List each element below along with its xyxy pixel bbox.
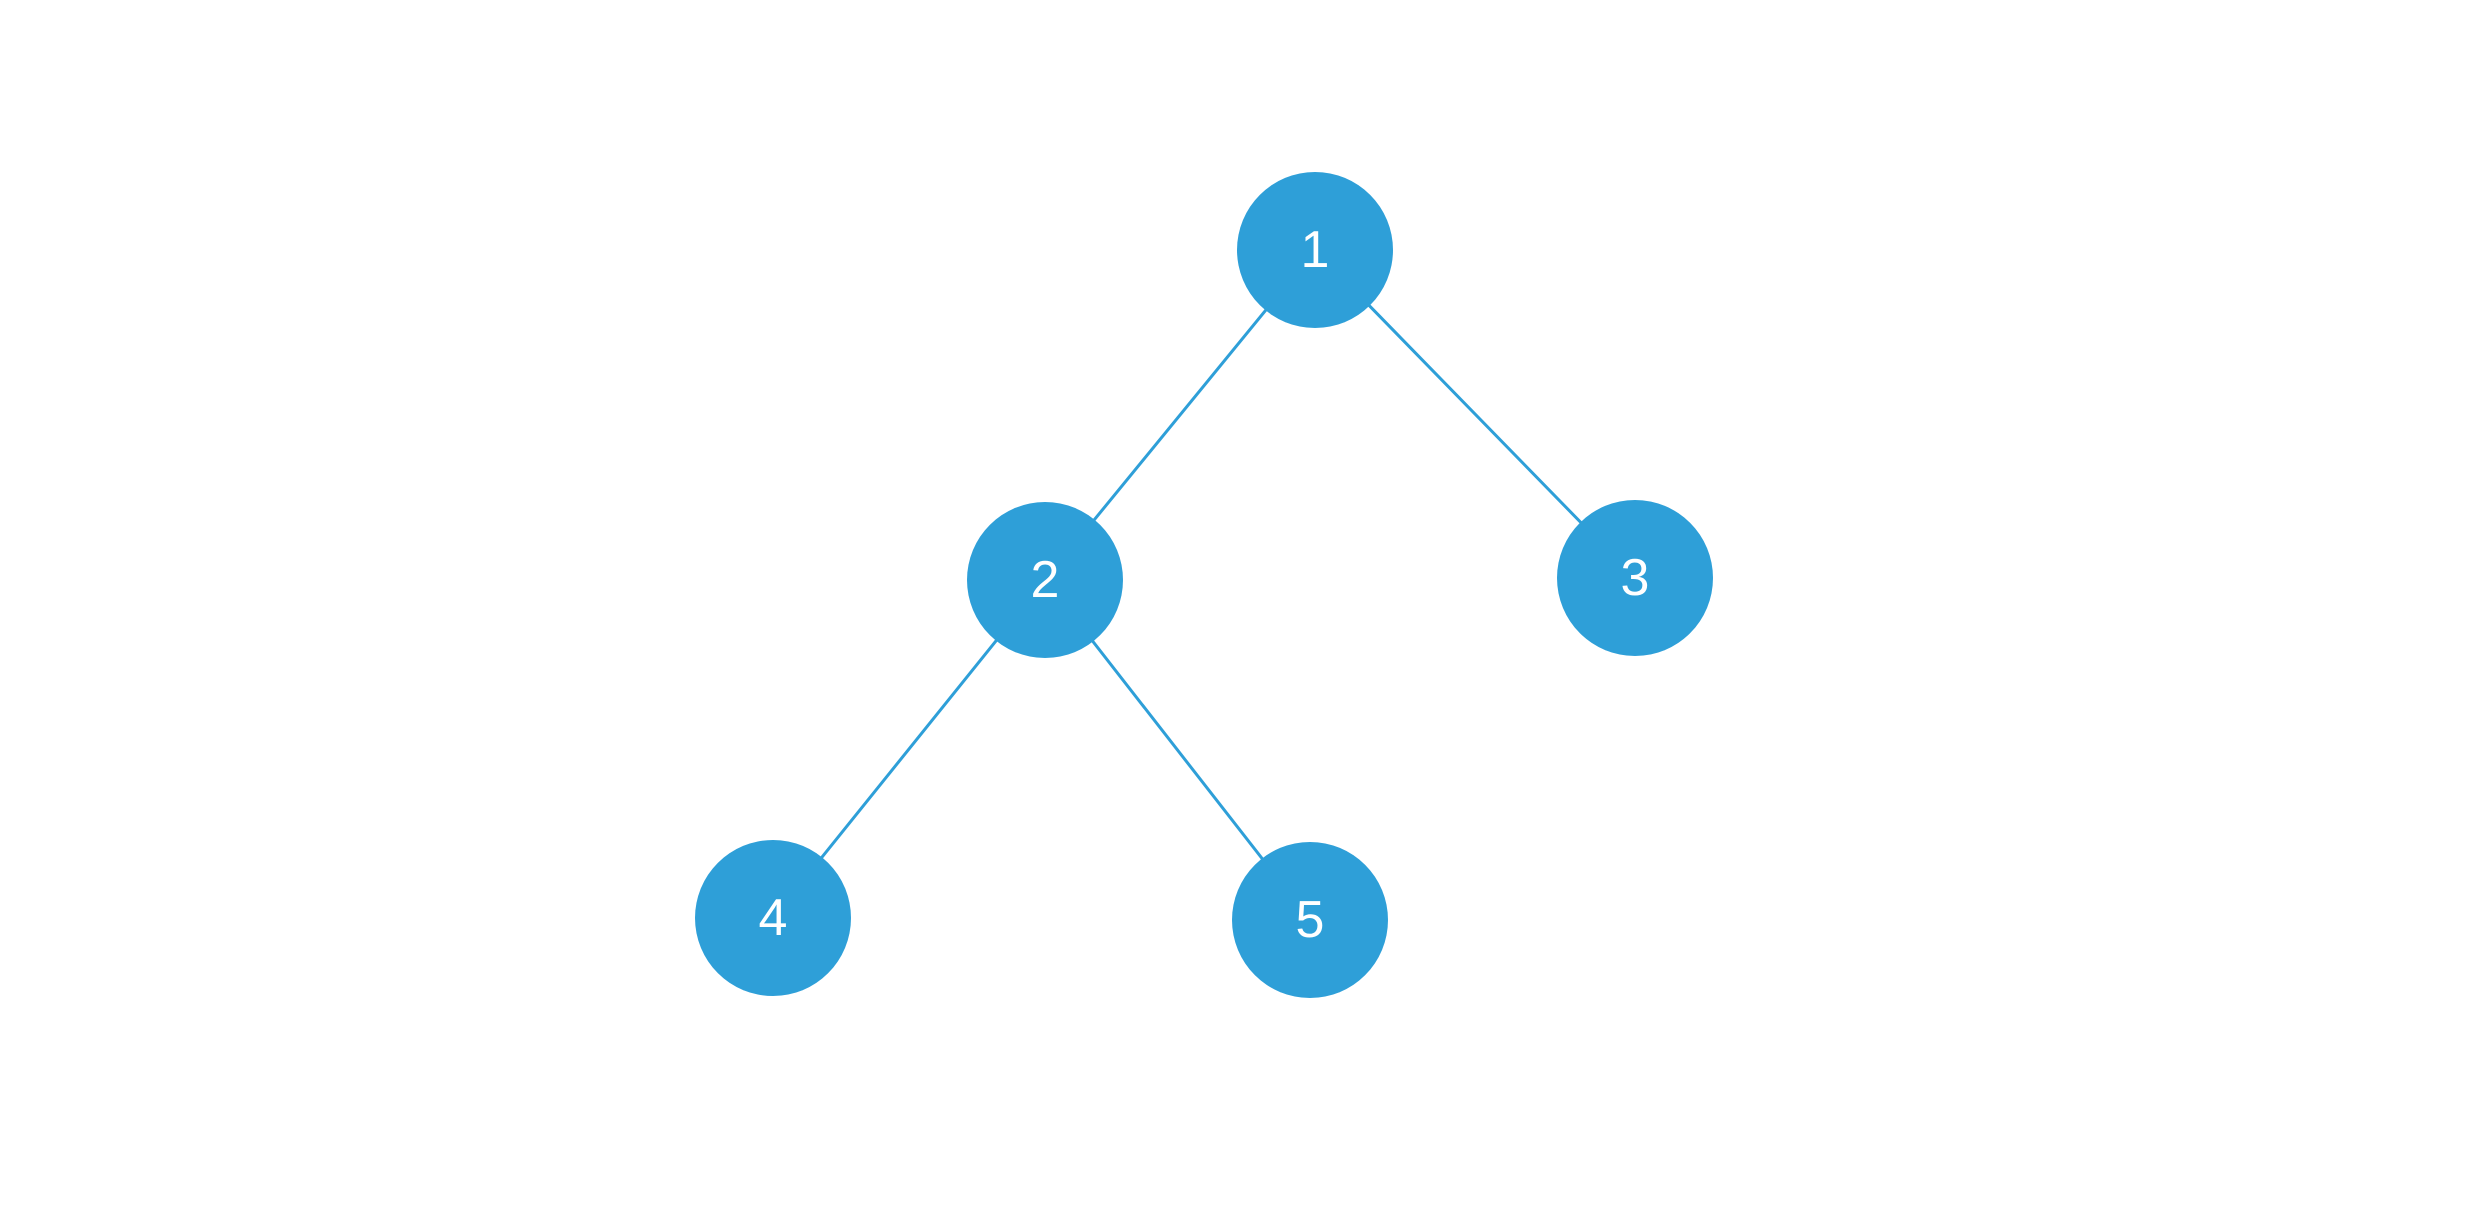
- tree-node-4[interactable]: 4: [695, 840, 851, 996]
- tree-node-label: 1: [1300, 221, 1330, 279]
- tree-edges: [771, 248, 1637, 922]
- tree-node-2[interactable]: 2: [967, 502, 1123, 658]
- tree-node-label: 2: [1030, 551, 1060, 609]
- tree-node-label: 5: [1295, 891, 1325, 949]
- tree-node-5[interactable]: 5: [1232, 842, 1388, 998]
- tree-node-label: 4: [758, 889, 788, 947]
- tree-node-1[interactable]: 1: [1237, 172, 1393, 328]
- tree-node-3[interactable]: 3: [1557, 500, 1713, 656]
- tree-node-label: 3: [1620, 549, 1650, 607]
